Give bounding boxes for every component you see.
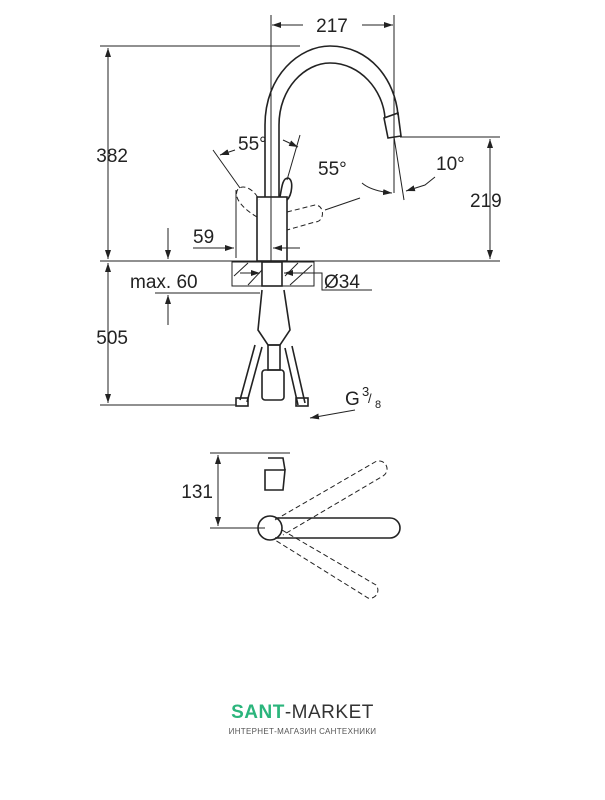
dim-131-label: 131 [181, 482, 213, 503]
angle-55-left: 55° [238, 134, 267, 155]
top-view: 131 [181, 452, 401, 599]
dimension-217: 217 [270, 15, 395, 261]
svg-text:/: / [368, 391, 372, 406]
thread-numerator: 3 [362, 384, 369, 399]
max-60-label: max. 60 [130, 272, 198, 293]
dim-217-label: 217 [316, 16, 348, 37]
logo-brand-green: SANT [231, 702, 285, 723]
dimension-59: 59 [165, 190, 300, 259]
thread-denominator: 8 [375, 399, 381, 411]
dim-219-label: 219 [470, 191, 502, 212]
dimension-219: 219 [400, 136, 502, 259]
countertop-section: max. 60 Ø34 [130, 261, 372, 325]
angle-10: 10° [436, 154, 465, 175]
dim-59-label: 59 [193, 227, 214, 248]
dim-382-label: 382 [96, 146, 128, 167]
diameter-34-label: Ø34 [324, 272, 360, 293]
logo-brand-dark: -MARKET [284, 702, 374, 723]
dimension-382: 382 [96, 45, 300, 259]
logo-tagline: ИНТЕРНЕТ-МАГАЗИН САНТЕХНИКИ [228, 727, 377, 736]
thread-g-label: G [345, 389, 360, 410]
dim-505-label: 505 [96, 328, 128, 349]
angle-55-right: 55° [318, 159, 347, 180]
faucet-body [212, 45, 436, 262]
sant-market-logo: SANT-MARKET [0, 702, 605, 724]
hoses: 505 G 3 / 8 [96, 263, 381, 420]
